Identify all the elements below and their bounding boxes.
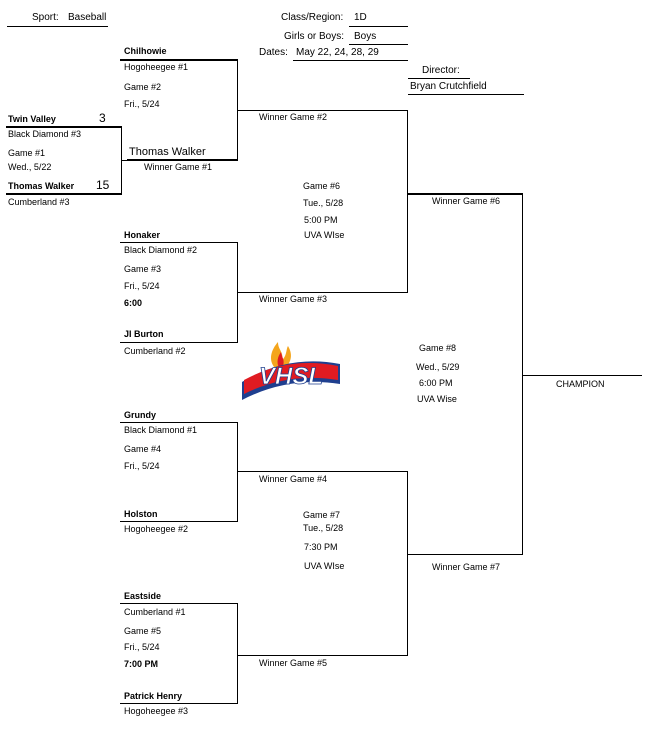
director-value: Bryan Crutchfield: [410, 81, 487, 92]
game1-team2-seed: Cumberland #3: [8, 197, 70, 207]
game7-date: Tue., 5/28: [303, 523, 344, 533]
class-underline: [349, 26, 408, 27]
game1-winner-name: Thomas Walker: [129, 146, 206, 158]
director-label-underline: [408, 78, 470, 79]
champion-line: [522, 375, 642, 376]
game2-winner-line: [237, 110, 408, 111]
game4-label: Game #4: [124, 444, 162, 454]
game3-team1-line: [120, 242, 238, 243]
game6-connector: [407, 110, 408, 293]
game5-time: 7:00 PM: [124, 659, 159, 669]
dates-label: Dates:: [259, 47, 288, 58]
game2-team1-name: Chilhowie: [124, 46, 167, 56]
game6-label: Game #6: [303, 181, 341, 191]
game6-venue: UVA WIse: [304, 230, 345, 240]
sport-value: Baseball: [68, 12, 107, 23]
game8-venue: UVA Wise: [417, 394, 457, 404]
game3-team1-seed: Black Diamond #2: [124, 245, 198, 255]
game1-team2-name: Thomas Walker: [8, 181, 75, 191]
game2-team1-line: [120, 59, 238, 61]
logo-tagline: SERVING YOUTH SINCE 1913: [268, 388, 325, 393]
game8-date: Wed., 5/29: [416, 362, 460, 372]
sport-underline: [7, 26, 108, 27]
game3-winner-label: Winner Game #3: [259, 294, 328, 304]
game4-team2-seed: Hogoheegee #2: [124, 524, 189, 534]
game1-winner-line: [127, 159, 238, 161]
game4-winner-label: Winner Game #4: [259, 474, 328, 484]
game1-label: Game #1: [8, 148, 46, 158]
game5-team1-seed: Cumberland #1: [124, 607, 186, 617]
game5-winner-line: [237, 655, 408, 656]
game1-date: Wed., 5/22: [8, 162, 52, 172]
game2-winner-label: Winner Game #2: [259, 112, 328, 122]
game3-date: Fri., 5/24: [124, 281, 160, 291]
gender-underline: [349, 44, 408, 45]
game7-time: 7:30 PM: [304, 542, 338, 552]
game2-label: Game #2: [124, 82, 162, 92]
game6-winner-line: [407, 193, 523, 195]
game1-team1-line: [6, 126, 121, 128]
game5-team2-seed: Hogoheegee #3: [124, 706, 189, 716]
game7-winner-line: [407, 554, 523, 555]
game3-team1-name: Honaker: [124, 230, 161, 240]
game5-team1-line: [120, 603, 238, 604]
game1-team1-seed: Black Diamond #3: [8, 129, 82, 139]
game5-winner-label: Winner Game #5: [259, 658, 328, 668]
game6-time: 5:00 PM: [304, 215, 338, 225]
champion-label: CHAMPION: [556, 379, 605, 389]
game6-date: Tue., 5/28: [303, 198, 344, 208]
gender-label: Girls or Boys:: [284, 31, 345, 42]
game7-winner-label: Winner Game #7: [432, 562, 501, 572]
game4-date: Fri., 5/24: [124, 461, 160, 471]
class-value: 1D: [354, 12, 367, 23]
game4-team1-seed: Black Diamond #1: [124, 425, 198, 435]
game5-label: Game #5: [124, 626, 162, 636]
logo-text: VHSL: [259, 363, 323, 390]
game7-connector: [407, 471, 408, 656]
class-label: Class/Region:: [281, 12, 344, 23]
game4-team1-line: [120, 422, 238, 423]
dates-underline: [293, 60, 408, 61]
game7-label: Game #7: [303, 510, 341, 520]
vhsl-logo: VHSL SERVING YOUTH SINCE 1913: [242, 342, 340, 400]
game8-connector: [522, 193, 523, 555]
game4-winner-line: [237, 471, 408, 472]
game3-winner-line: [237, 292, 408, 293]
game1-winner-label: Winner Game #1: [144, 162, 213, 172]
game3-team2-seed: Cumberland #2: [124, 346, 186, 356]
game4-team2-line: [120, 521, 238, 522]
game8-time: 6:00 PM: [419, 378, 453, 388]
game3-team2-name: JI Burton: [124, 329, 164, 339]
game4-team1-name: Grundy: [124, 410, 157, 420]
gender-value: Boys: [354, 31, 377, 42]
game5-team1-name: Eastside: [124, 591, 162, 601]
torch-flame-icon: [271, 342, 291, 369]
sport-label: Sport:: [32, 12, 59, 23]
game2-date: Fri., 5/24: [124, 99, 160, 109]
game8-label: Game #8: [419, 343, 457, 353]
game1-team1-name: Twin Valley: [8, 114, 56, 124]
game3-time: 6:00: [124, 298, 143, 308]
game5-team2-name: Patrick Henry: [124, 691, 183, 701]
game3-team2-line: [120, 342, 238, 343]
game4-team2-name: Holston: [124, 509, 158, 519]
game5-date: Fri., 5/24: [124, 642, 160, 652]
game2-team1-seed: Hogoheegee #1: [124, 62, 189, 72]
game5-team2-line: [120, 703, 238, 704]
dates-value: May 22, 24, 28, 29: [296, 47, 379, 58]
game6-winner-label: Winner Game #6: [432, 196, 501, 206]
game4-connector: [237, 422, 238, 522]
game1-team2-line: [6, 193, 121, 195]
game1-team1-score: 3: [99, 111, 106, 125]
director-label: Director:: [422, 65, 460, 76]
game7-venue: UVA WIse: [304, 561, 345, 571]
director-underline: [408, 94, 524, 95]
game3-label: Game #3: [124, 264, 162, 274]
game1-out-stub: [121, 160, 127, 161]
game5-connector: [237, 603, 238, 704]
game1-team2-score: 15: [96, 178, 110, 192]
